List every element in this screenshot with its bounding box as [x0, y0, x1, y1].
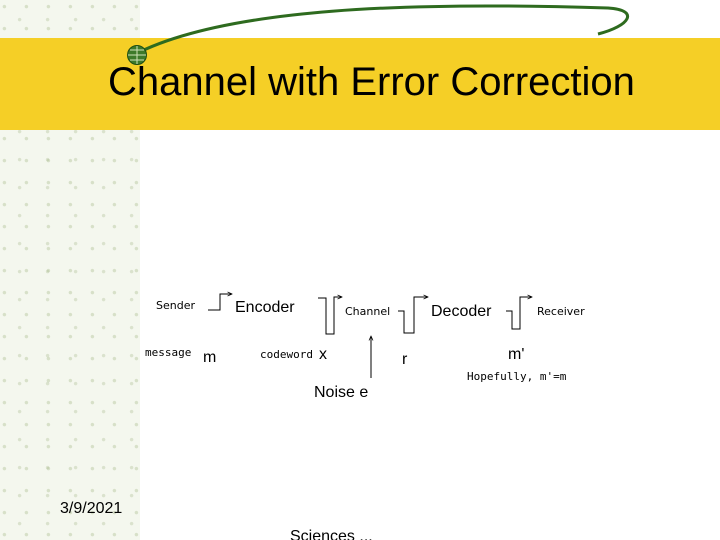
- codeword-symbol-x: x: [319, 346, 327, 363]
- footer-clipped: Sciences ...: [290, 528, 430, 540]
- encoder-label: Encoder: [235, 299, 295, 316]
- hopefully-label: Hopefully, m'=m: [467, 370, 567, 383]
- footer-text: Sciences ...: [290, 528, 373, 540]
- decoder-label: Decoder: [431, 303, 492, 320]
- slide-date: 3/9/2021: [60, 500, 123, 517]
- arrow-sender-encoder: [208, 294, 232, 311]
- message-symbol-m: m: [203, 349, 217, 366]
- decorative-curve: [127, 4, 630, 60]
- title-band: [0, 38, 720, 130]
- slide-title: Channel with Error Correction: [108, 60, 635, 104]
- codeword-label: codeword: [260, 348, 313, 361]
- decoded-symbol-m-prime: m': [508, 346, 525, 363]
- arrow-decoder-receiver: [506, 297, 532, 330]
- sender-label: Sender: [156, 299, 195, 312]
- noise-label: Noise e: [314, 384, 369, 401]
- globe-bullet-icon: [127, 45, 147, 65]
- message-label: message: [145, 346, 192, 359]
- channel-label: Channel: [345, 305, 391, 318]
- arrow-channel-decoder: [398, 297, 428, 334]
- receiver-label: Receiver: [537, 305, 585, 318]
- received-symbol-r: r: [402, 351, 408, 368]
- arrow-encoder-channel: [318, 297, 342, 335]
